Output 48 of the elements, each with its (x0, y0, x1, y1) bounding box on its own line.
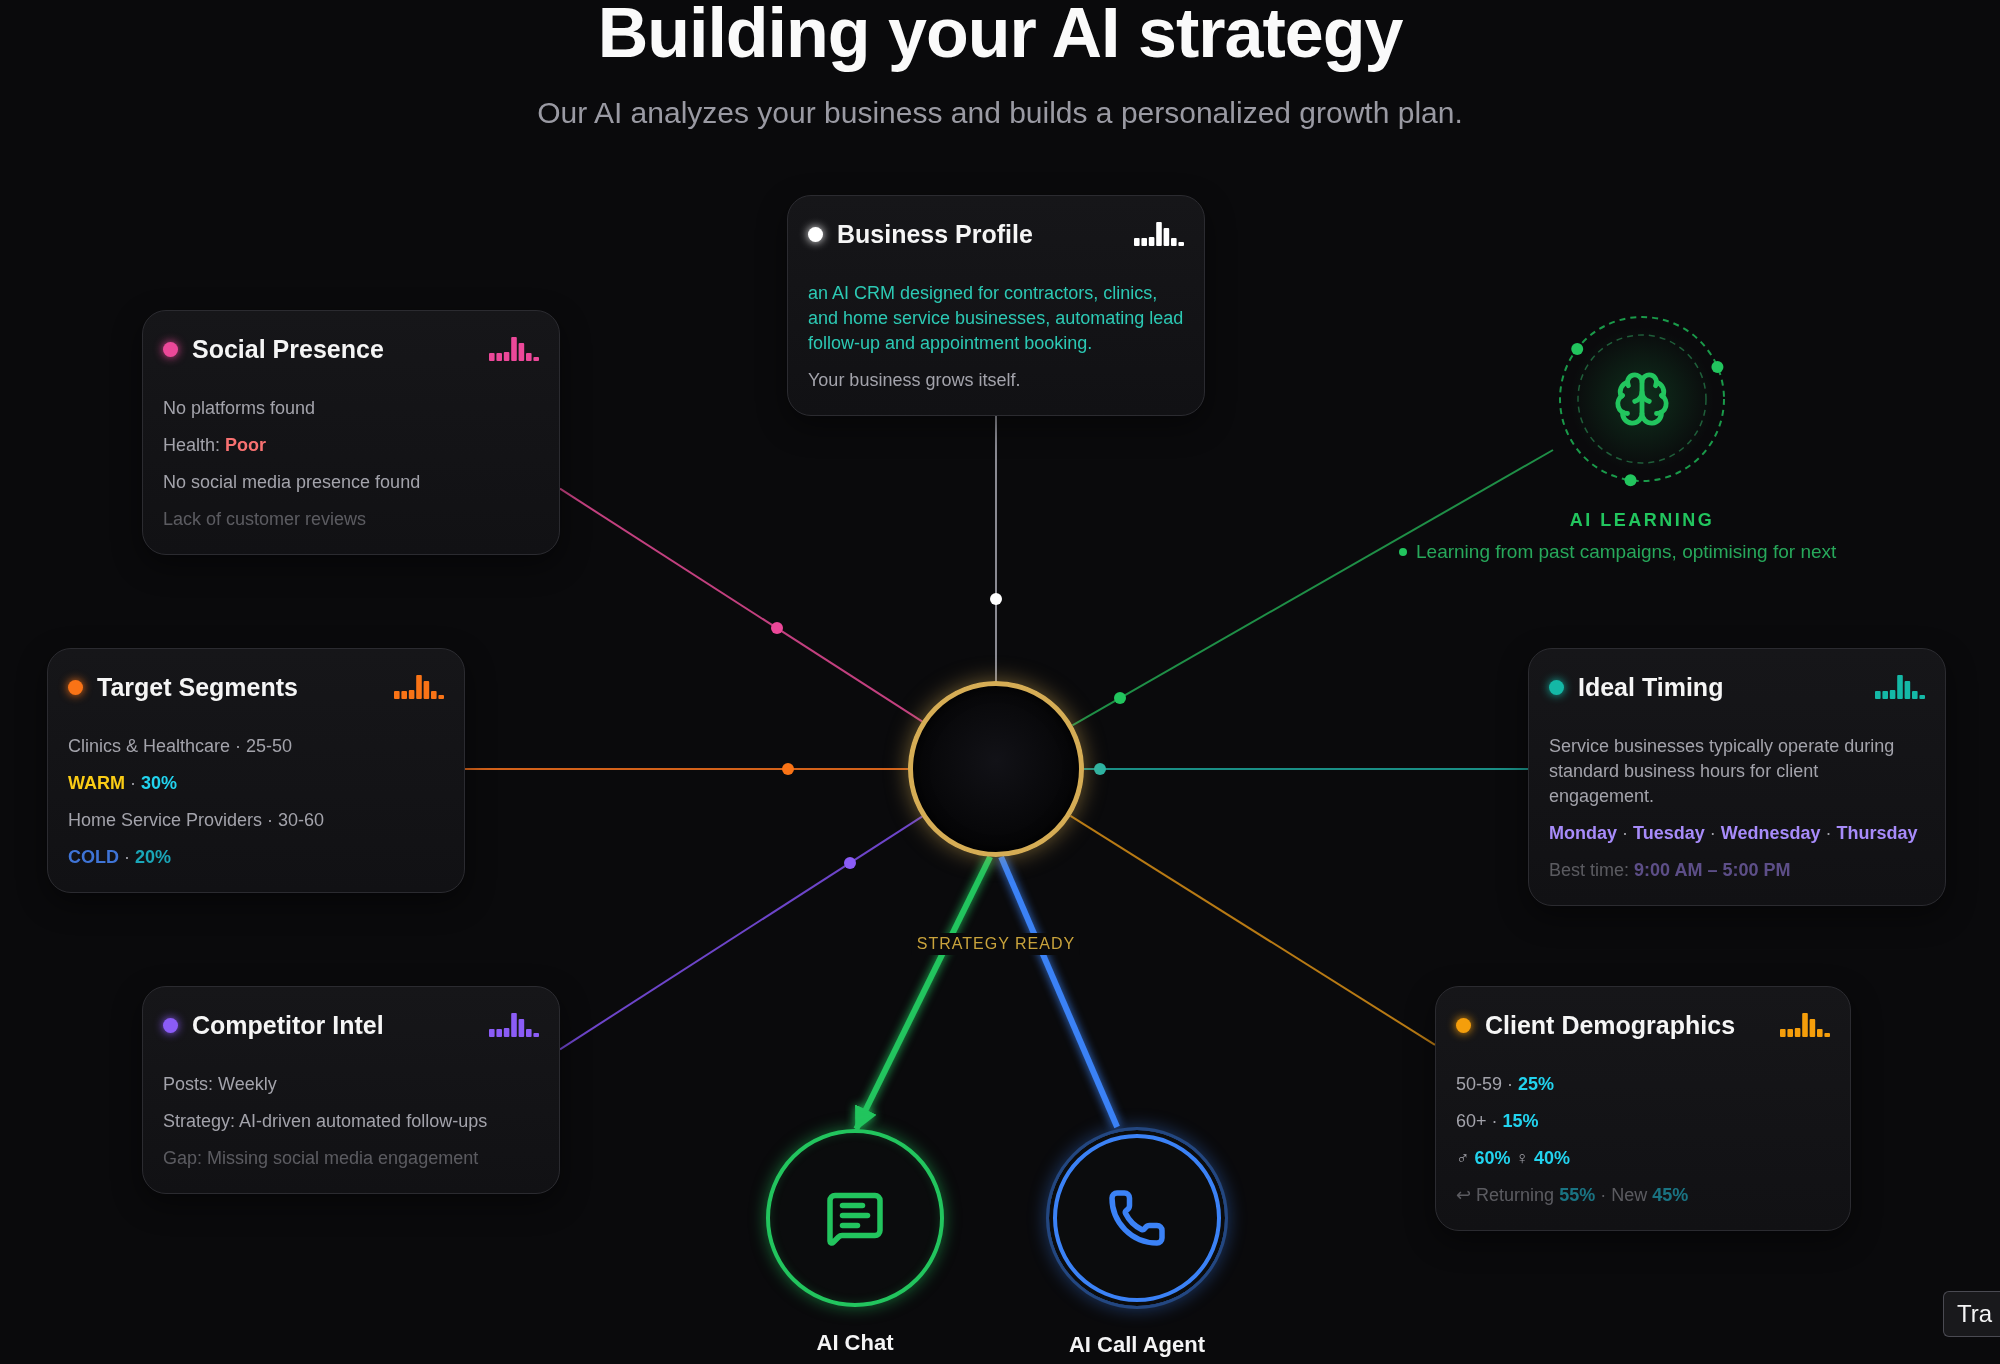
card-title: Target Segments (97, 672, 298, 702)
connector-line (1071, 449, 1554, 727)
card-text: Your business grows itself. (808, 369, 1021, 392)
connector-line (853, 855, 993, 1132)
hub-circle (908, 681, 1084, 857)
connector-line (1069, 814, 1436, 1046)
connector-line (559, 815, 923, 1051)
connector-line (559, 487, 923, 723)
subtitle-text: Our AI analyzes your business and builds a personalized growth plan. (537, 95, 1463, 131)
card-text: Best time: 9:00 AM – 5:00 PM (1549, 859, 1791, 882)
card-text: ♂ 60% ♀ 40% (1456, 1147, 1571, 1170)
card-title: Competitor Intel (192, 1010, 384, 1040)
card-title: Client Demographics (1485, 1010, 1736, 1040)
card-text: No social media presence found (163, 471, 421, 494)
card-text: No platforms found (163, 397, 316, 420)
card-text: an AI CRM designed for contractors, clinics, and home service businesses, automating lead follow-up and appointment booking. (808, 282, 1184, 355)
card-text: Health: Poor (163, 434, 267, 457)
node-heading: AI LEARNING (1569, 509, 1715, 531)
card-text: Home Service Providers · 30-60 (68, 809, 325, 832)
cut-off-tab: Tra (1943, 1291, 2000, 1337)
card-text: 50-59 · 25% (1456, 1073, 1555, 1096)
card-text: ↩ Returning 55% · New 45% (1456, 1184, 1689, 1207)
card-title: Ideal Timing (1578, 672, 1724, 702)
card-text: Service businesses typically operate during standard business hours for client engagement. (1549, 735, 1896, 808)
connector-line (995, 415, 997, 682)
card-text: Monday · Tuesday · Wednesday · Thursday (1549, 822, 1918, 845)
node-label: AI Chat (816, 1331, 894, 1355)
card-title: Social Presence (192, 334, 384, 364)
caption-text: Learning from past campaigns, optimising for next (1416, 540, 1837, 564)
info-card (1528, 648, 1946, 906)
card-title: Business Profile (837, 219, 1033, 249)
card-text: 60+ · 15% (1456, 1110, 1539, 1133)
connector-line (464, 768, 909, 770)
card-text: Lack of customer reviews (163, 508, 367, 531)
connector-line (1083, 768, 1529, 770)
info-card (142, 310, 560, 555)
card-text: WARM · 30% (68, 772, 178, 795)
info-card (142, 986, 560, 1194)
card-text: Clinics & Healthcare · 25-50 (68, 735, 293, 758)
info-card (47, 648, 465, 893)
card-text: COLD · 20% (68, 846, 172, 869)
connector-line (998, 855, 1120, 1129)
node-label: AI Call Agent (1068, 1333, 1206, 1357)
card-text: Strategy: AI-driven automated follow-ups (163, 1110, 488, 1133)
info-card (787, 195, 1205, 416)
info-card (1435, 986, 1851, 1231)
card-text: Gap: Missing social media engagement (163, 1147, 479, 1170)
card-text: Posts: Weekly (163, 1073, 277, 1096)
